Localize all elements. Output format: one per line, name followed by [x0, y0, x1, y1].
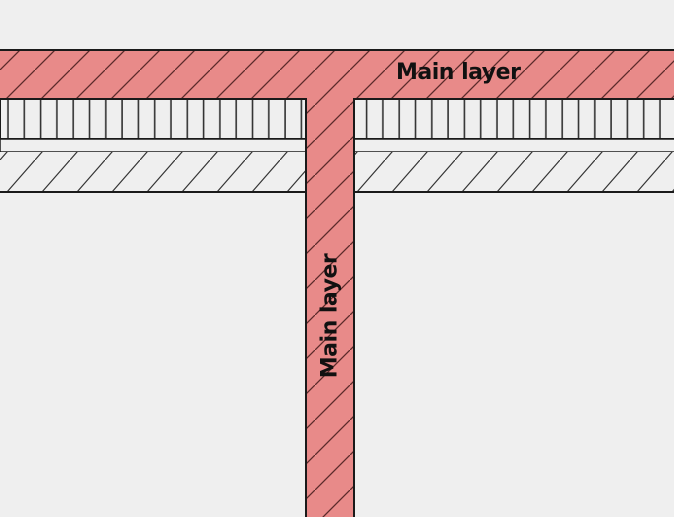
main-layer-label-vertical: Main layer: [317, 253, 343, 379]
main-layer-vertical: [306, 99, 354, 517]
left-wall-layers: [0, 98, 307, 193]
main-layer-label-horizontal: Main layer: [396, 60, 521, 85]
main-layer-horizontal: [0, 50, 674, 99]
right-wall-layers: [353, 98, 674, 193]
